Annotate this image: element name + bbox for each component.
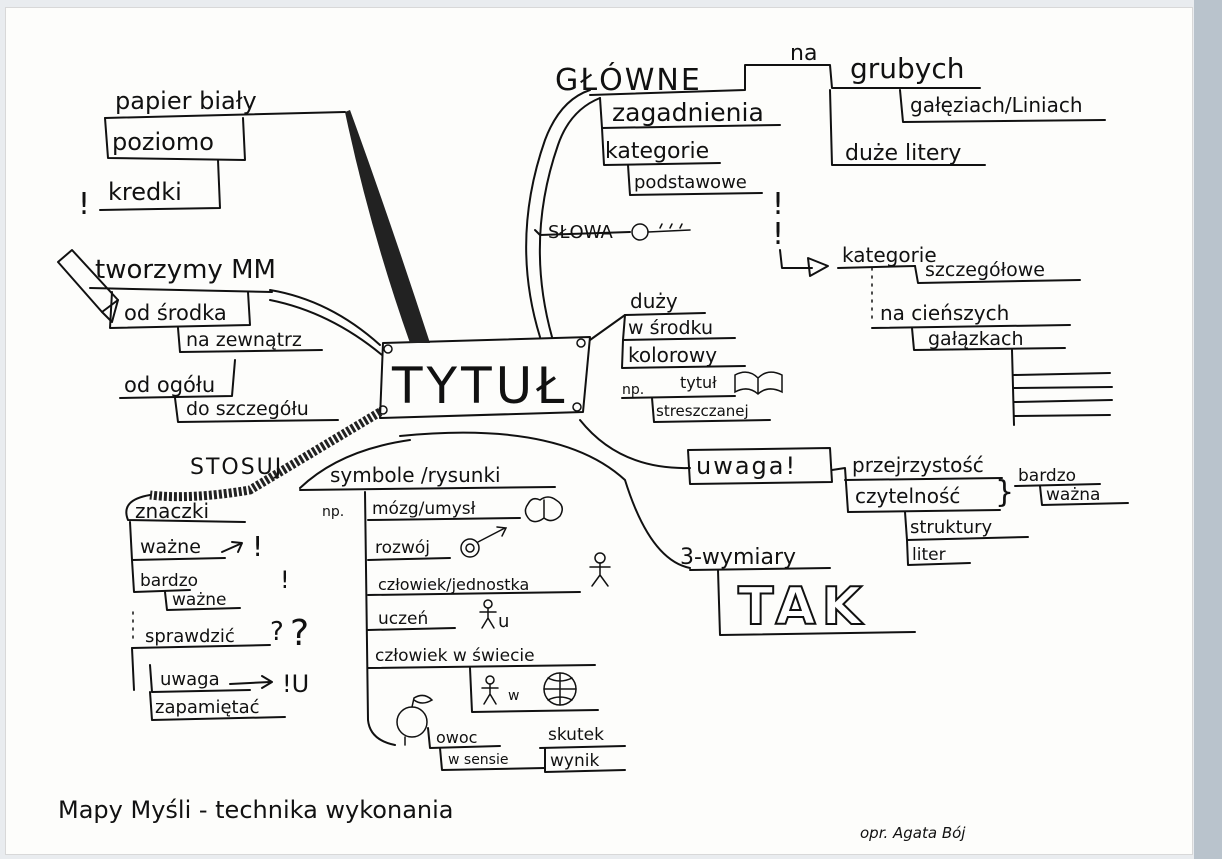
branch-top-left [345,110,430,343]
label-slowa: SŁOWA [548,222,614,243]
label-kategorie2: kategorie [842,243,937,267]
brace-icon: } [995,475,1014,510]
group-duzy: duży w środku kolorowy np. tytuł streszc… [621,289,783,423]
label-grubych: grubych [850,52,965,85]
group-kategorie-szczegolowe: kategorie szczegółowe na cieńszych gałąz… [837,243,1113,426]
student-icon: u [479,599,509,632]
question-icon: ? [270,617,284,647]
label-wazne: ważne [140,536,201,558]
label-liter: liter [912,545,946,565]
attention-icon: !U [282,670,309,698]
label-duze-litery: duże litery [845,141,961,166]
group-stosuj: STOSUJ znaczki ważne ! bardzo ważne ! sp… [125,455,309,721]
label-na-cienszych: na cieńszych [880,301,1009,325]
label-galazkach: gałązkach [928,328,1024,350]
label-szczegolowe: szczegółowe [925,259,1045,281]
label-tworzymy: tworzymy MM [95,255,276,285]
central-title-box: TYTUŁ [378,336,591,419]
footer-caption: Mapy Myśli - technika wykonania [58,796,453,824]
double-exclamation-icon: ! [280,566,290,594]
branch-tak [399,431,691,569]
label-poziomo: poziomo [112,128,214,156]
label-podstawowe: podstawowe [634,172,747,193]
group-tworzymy: tworzymy MM od środka na zewnątrz od ogó… [89,255,339,423]
label-do-szczegolu: do szczegółu [186,398,309,420]
group-tak: 3-wymiary TAK [680,545,916,638]
label-streszczanej: streszczanej [656,402,749,420]
apple-icon [396,694,434,746]
label-uwaga: uwaga! [696,452,797,480]
label-np-2: np. [322,504,344,520]
label-np-1: np. [622,382,644,398]
svg-text:!: ! [772,217,784,252]
label-papier: papier biały [115,87,257,115]
label-kolorowy: kolorowy [628,343,717,367]
label-skutek: skutek [548,725,604,745]
label-duzy: duży [630,289,678,313]
label-przejrzystosc: przejrzystość [852,453,984,477]
label-czytelnosc: czytelność [855,484,960,508]
brain-icon [524,496,563,523]
label-od-ogolu: od ogółu [124,373,215,397]
signature: opr. Agata Bój [860,824,966,842]
label-tytul: tytuł [680,373,717,392]
svg-text:w: w [508,688,519,704]
group-materials: papier biały poziomo kredki ! [78,87,346,222]
group-uwaga: uwaga! przejrzystość czytelność } bardzo… [687,447,1129,566]
label-od-srodka: od środka [124,301,227,325]
exclamation-icon: ! [78,187,90,222]
label-zagadnienia: zagadnienia [612,98,764,127]
label-struktury: struktury [910,517,993,538]
arrow-right-icon: ! ! [772,187,829,277]
label-zapamietac: zapamiętać [155,697,260,718]
group-glowne: GŁÓWNE na grubych gałęziach/Liniach duże… [548,41,1106,277]
branch-glowne [525,89,601,338]
label-galeziach: gałęziach/Liniach [910,93,1083,117]
label-stosuj: STOSUJ [190,455,283,480]
label-sprawdzic: sprawdzić [145,626,235,647]
label-na: na [790,41,817,66]
label-znaczki: znaczki [135,499,209,523]
svg-text:!: ! [772,187,784,222]
central-title: TYTUŁ [391,357,568,415]
paper-sheet [6,8,1192,854]
label-w-sensie: w sensie [448,752,508,768]
key-icon [631,223,691,241]
person-icon [589,552,611,587]
label-uwaga-stosuj: uwaga [160,669,220,690]
svg-text:u: u [498,611,509,632]
label-w-srodku: w środku [628,317,713,339]
label-3-wymiary: 3-wymiary [680,545,796,570]
label-czlowiek-swiat: człowiek w świecie [375,646,535,666]
label-wazna: ważna [1046,485,1100,505]
question-big-icon: ? [290,613,309,654]
label-kategorie: kategorie [605,139,709,164]
label-kredki: kredki [108,178,182,206]
spiral-arrow-icon [460,526,508,558]
label-bardzo: bardzo [1018,466,1076,486]
exclamation-mark-icon: ! [252,530,263,563]
label-na-zewnatrz: na zewnątrz [186,329,302,351]
label-wynik: wynik [550,751,599,771]
label-czlowiek: człowiek/jednostka [378,575,529,594]
group-symbole: symbole /rysunki np. mózg/umysł rozwój c… [299,463,626,773]
label-bardzo-stosuj: bardzo [140,571,198,591]
label-bardzo-wazne: ważne [172,590,226,610]
label-owoc: owoc [436,728,477,747]
label-tak-3d: TAK [738,577,868,637]
label-rozwoj: rozwój [375,538,430,558]
branch-stosuj [149,408,383,502]
pencil-icon [57,249,119,323]
label-uczen: uczeń [378,609,428,629]
branch-tworzymy [269,289,383,356]
person-world-icon: w [481,672,577,706]
book-icon [734,371,783,396]
label-mozg: mózg/umysł [372,499,476,519]
label-symbole: symbole /rysunki [330,463,501,487]
scanner-edge [1194,0,1222,859]
